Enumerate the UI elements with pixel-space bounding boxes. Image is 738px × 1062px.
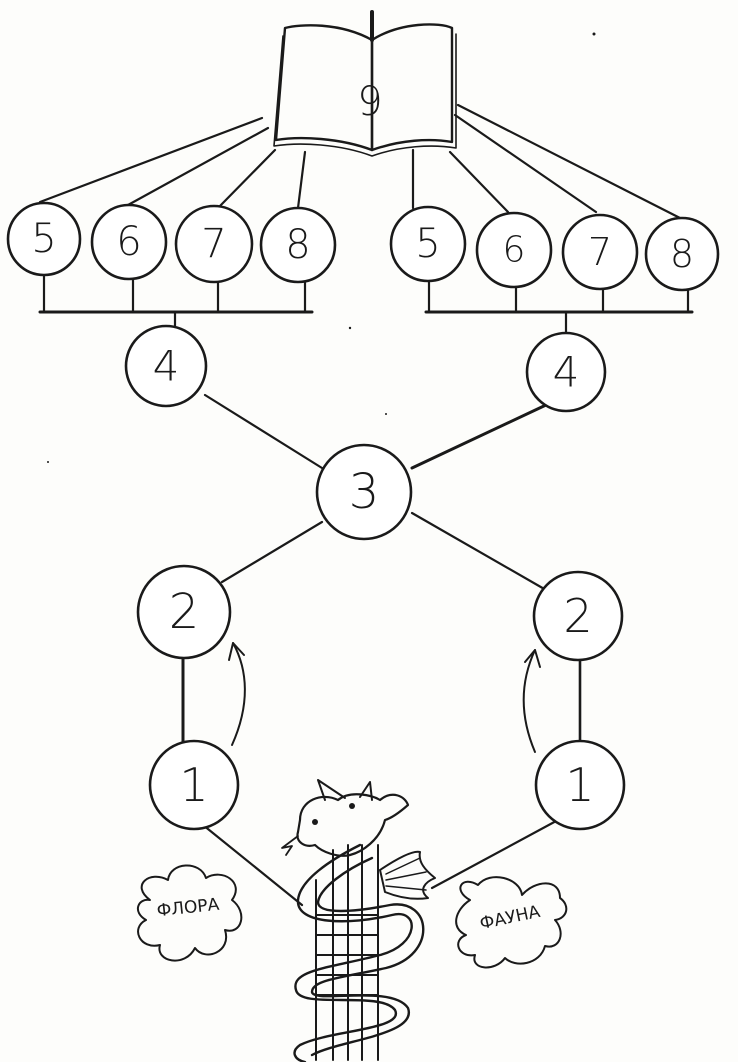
link-book-left-5 xyxy=(38,116,264,204)
link-right4-center3 xyxy=(410,403,548,470)
left-node-8-circle xyxy=(259,206,337,284)
right-node-4-circle xyxy=(525,331,607,413)
link-right1-base xyxy=(430,818,560,890)
serpent-body-inner xyxy=(310,856,425,1057)
link-center3-left2 xyxy=(220,520,324,584)
center-node-3-circle xyxy=(315,443,413,541)
right-node-6-circle xyxy=(475,211,553,289)
book-label: 9 xyxy=(357,79,382,125)
center-node-3-label: 3 xyxy=(349,464,380,520)
right-node-2-label: 2 xyxy=(563,589,592,643)
link-left4-center3 xyxy=(203,393,324,470)
left-node-4-circle xyxy=(124,324,208,408)
link-left1-base xyxy=(201,823,304,907)
dragon-eye xyxy=(312,819,318,825)
book-page-edges xyxy=(273,33,457,157)
link-book-left-6 xyxy=(126,126,270,207)
open-book-icon: 9 xyxy=(273,10,457,157)
arrow-left-head-icon xyxy=(228,642,245,661)
fauna-butterfly-icon xyxy=(455,876,568,969)
flora-tag: ФЛОРА xyxy=(136,864,243,962)
dragon-on-pillar-icon xyxy=(281,779,436,1062)
dragon-horns xyxy=(317,779,373,801)
left-node-5: 5 xyxy=(6,201,82,277)
right-node-7-circle xyxy=(561,213,639,291)
pillar-icon xyxy=(315,844,379,1061)
left-node-7: 7 xyxy=(174,204,254,284)
arrow-left-curve xyxy=(231,642,246,746)
right-node-8-label: 8 xyxy=(670,232,694,276)
dragon-tongue xyxy=(281,835,299,856)
right-node-6: 6 xyxy=(475,211,553,289)
left-node-1-label: 1 xyxy=(179,758,208,812)
left-node-6-label: 6 xyxy=(116,219,141,265)
left-node-1-circle xyxy=(148,739,240,831)
right-node-2-circle xyxy=(532,570,624,662)
right-node-8: 8 xyxy=(644,216,720,292)
right-node-1-circle xyxy=(534,739,626,831)
right-node-1: 1 xyxy=(534,739,626,831)
arrow-right-head-icon xyxy=(524,649,541,668)
left-node-2: 2 xyxy=(136,564,232,660)
dragon-head xyxy=(296,793,410,857)
serpent-body xyxy=(293,843,413,1062)
right-node-7-label: 7 xyxy=(588,230,612,274)
right-node-5-circle xyxy=(389,205,467,283)
left-node-4-label: 4 xyxy=(153,342,180,391)
right-node-1-label: 1 xyxy=(565,758,594,812)
flora-flower-icon xyxy=(136,864,243,962)
right-node-4-label: 4 xyxy=(553,348,580,397)
left-node-6-circle xyxy=(90,203,168,281)
left-node-7-label: 7 xyxy=(201,221,226,267)
fauna-label: ФАУНА xyxy=(478,902,542,934)
arrow-right-curve xyxy=(522,649,536,753)
fauna-tag: ФАУНА xyxy=(455,876,568,969)
left-upper-row: 5 6 7 8 xyxy=(6,201,337,284)
left-node-1: 1 xyxy=(148,739,240,831)
right-node-6-label: 6 xyxy=(503,230,526,271)
left-node-8-label: 8 xyxy=(285,222,310,268)
left-node-8: 8 xyxy=(259,206,337,284)
right-node-7: 7 xyxy=(561,213,639,291)
book-right-page xyxy=(370,23,454,152)
right-node-8-circle xyxy=(644,216,720,292)
link-book-right-8 xyxy=(456,103,682,220)
link-book-right-6 xyxy=(448,150,510,214)
right-node-2: 2 xyxy=(532,570,624,662)
right-node-5-label: 5 xyxy=(415,221,440,267)
flora-label: ФЛОРА xyxy=(156,895,221,921)
right-upper-row: 5 6 7 8 xyxy=(389,205,720,292)
dragon-wing-ribs xyxy=(385,857,427,891)
link-center3-right2 xyxy=(410,511,548,592)
link-book-left-8 xyxy=(296,150,307,210)
paper-specks xyxy=(47,32,596,463)
connector-lines xyxy=(38,103,694,907)
left-node-2-label: 2 xyxy=(169,584,200,640)
left-node-7-circle xyxy=(174,204,254,284)
right-node-4: 4 xyxy=(525,331,607,413)
left-node-5-circle xyxy=(6,201,82,277)
book-left-page xyxy=(274,24,374,152)
left-node-6: 6 xyxy=(90,203,168,281)
left-node-2-circle xyxy=(136,564,232,660)
center-node-3: 3 xyxy=(315,443,413,541)
growth-arrows xyxy=(228,642,541,753)
link-book-left-7 xyxy=(216,148,277,210)
left-node-4: 4 xyxy=(124,324,208,408)
right-node-5: 5 xyxy=(389,205,467,283)
link-book-right-7 xyxy=(453,113,598,214)
left-node-5-label: 5 xyxy=(31,216,56,262)
dragon-eye-2 xyxy=(349,803,355,809)
dragon-wing xyxy=(379,850,436,900)
